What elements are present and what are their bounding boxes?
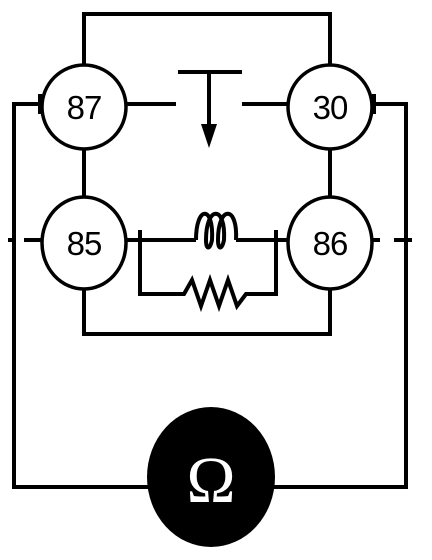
terminal-30-label: 30	[313, 89, 348, 126]
ohmmeter-leads	[8, 94, 412, 489]
coil-and-resistor	[126, 211, 290, 313]
bottom-bus-wire	[82, 286, 332, 336]
right-test-lead	[272, 102, 408, 489]
terminal-30: 30	[286, 63, 374, 151]
resistor-branch	[138, 230, 278, 313]
coil-winding-icon	[194, 211, 239, 250]
relay-internal-wiring	[82, 12, 332, 336]
terminal-86-label: 86	[313, 225, 348, 262]
switch-contact	[126, 70, 290, 148]
switch-arrow-icon	[201, 124, 217, 148]
ohmmeter: Ω	[147, 407, 275, 547]
terminal-85: 85	[40, 195, 128, 291]
top-bus-wire	[82, 12, 332, 72]
terminal-85-label: 85	[67, 225, 102, 262]
terminal-87-label: 87	[67, 89, 102, 126]
terminal-87: 87	[40, 63, 128, 151]
ohm-symbol-icon: Ω	[186, 444, 235, 517]
left-test-lead	[12, 102, 152, 489]
ohmmeter-body	[147, 407, 275, 547]
terminal-86: 86	[286, 195, 374, 291]
